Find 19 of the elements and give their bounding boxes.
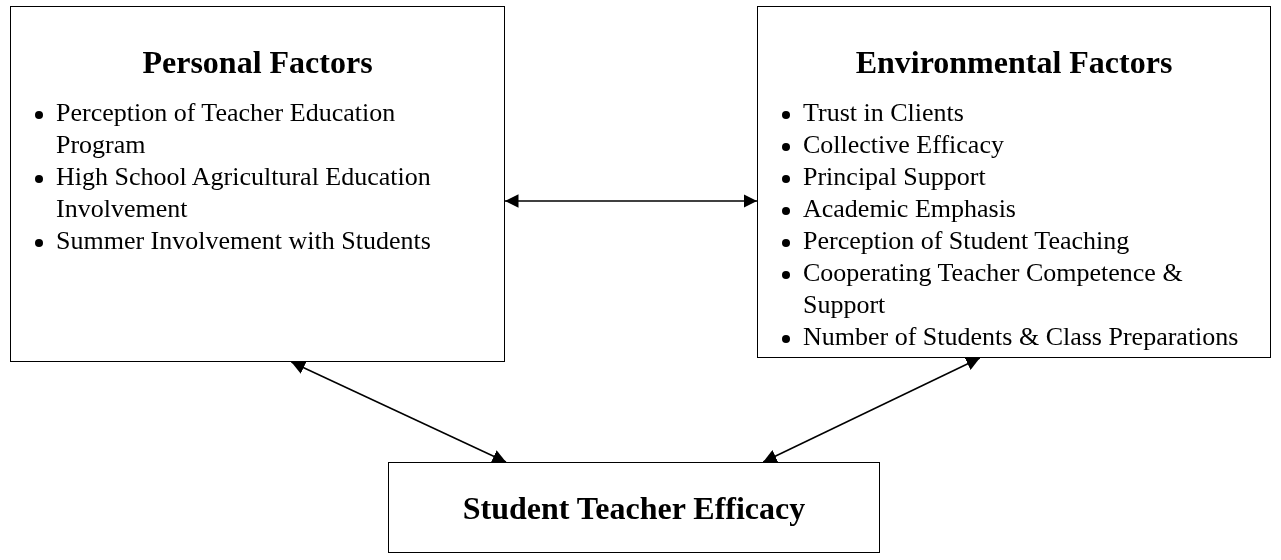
factor-item: Cooperating Teacher Competence & Support <box>803 257 1184 321</box>
double-arrow <box>762 357 981 463</box>
factor-item: Perception of Teacher Education Program <box>56 97 397 161</box>
double-arrow <box>290 361 507 463</box>
factor-item: Collective Efficacy <box>803 129 1004 161</box>
factor-item: Number of Students & Class Preparations <box>803 321 1239 353</box>
box-heading: Student Teacher Efficacy <box>462 488 806 527</box>
factor-item: Summer Involvement with Students <box>56 225 431 257</box>
factor-item: Trust in Clients <box>803 97 964 129</box>
factor-box <box>388 462 880 553</box>
factor-item: Academic Emphasis <box>803 193 1016 225</box>
factor-item: Perception of Student Teaching <box>803 225 1130 257</box>
box-heading: Personal Factors <box>141 43 374 81</box>
factor-box <box>757 6 1271 358</box>
factor-item: High School Agricultural Education Involvement <box>56 161 432 225</box>
factor-item: Principal Support <box>803 161 986 193</box>
factor-box <box>10 6 505 362</box>
double-arrow <box>504 194 758 208</box>
box-heading: Environmental Factors <box>854 43 1174 81</box>
